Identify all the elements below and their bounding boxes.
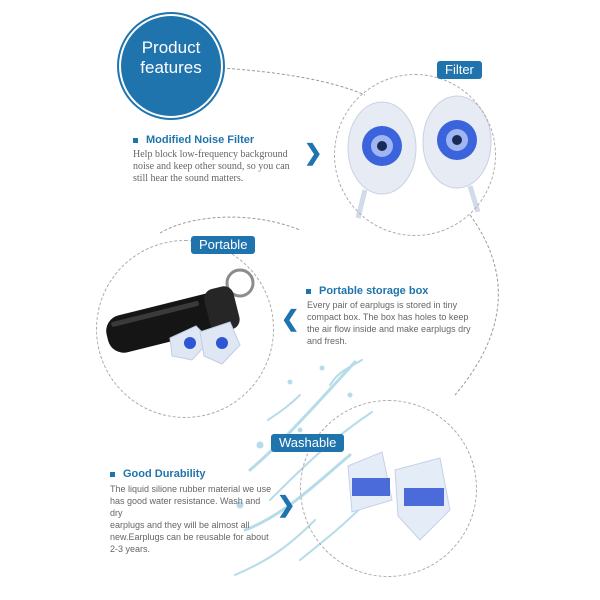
portable-image-frame xyxy=(96,240,274,418)
portable-description-line: the air flow inside and make earplugs dr… xyxy=(307,324,471,334)
chevron-right-icon: ❯ xyxy=(304,140,323,165)
product-features-badge xyxy=(121,16,221,116)
filter-heading: Modified Noise Filter xyxy=(133,134,254,146)
portable-heading-text: Portable storage box xyxy=(319,285,429,297)
bullet-icon xyxy=(133,137,138,143)
bullet-icon xyxy=(110,471,115,477)
filter-description: Help block low-frequency background nois… xyxy=(133,149,313,185)
portable-description-line: compact box. The box has holes to keep xyxy=(307,312,469,322)
durability-description-line: new.Earplugs can be reusable for about xyxy=(110,532,269,542)
filter-description-line: noise and keep other sound, so you can xyxy=(133,161,290,172)
filter-description-line: still hear the sound matters. xyxy=(133,173,244,184)
chevron-right-icon: ❯ xyxy=(277,492,296,517)
filter-description-line: Help block low-frequency background xyxy=(133,149,288,160)
chevron-left-icon: ❮ xyxy=(281,306,300,331)
durability-description-line: 2-3 years. xyxy=(110,544,151,554)
portable-tag: Portable xyxy=(191,236,256,254)
durability-description: The liquid silione rubber material we us… xyxy=(110,483,275,555)
portable-description-line: and fresh. xyxy=(307,336,348,346)
durability-description-line: The liquid silione rubber material we us… xyxy=(110,484,272,494)
washable-image-frame xyxy=(300,400,477,577)
filter-heading-text: Modified Noise Filter xyxy=(146,134,255,146)
hero-title-line-2: features xyxy=(140,58,202,77)
durability-heading: Good Durability xyxy=(110,468,206,480)
hero-title-line-1: Product xyxy=(141,38,201,57)
durability-description-line: earplugs and they will be almost all xyxy=(110,520,250,530)
bullet-icon xyxy=(306,288,311,294)
durability-heading-text: Good Durability xyxy=(123,468,206,480)
connector-filter-to-washable xyxy=(454,214,499,396)
filter-image-frame xyxy=(334,74,496,236)
connector-portable xyxy=(159,216,301,234)
portable-heading: Portable storage box xyxy=(306,285,428,297)
filter-tag: Filter xyxy=(437,61,482,79)
product-features-title: Product features xyxy=(121,38,221,78)
washable-tag: Washable xyxy=(271,434,345,452)
portable-description: Every pair of earplugs is stored in tiny… xyxy=(307,299,497,347)
connector-hero-to-filter xyxy=(221,67,366,96)
durability-description-line: has good water resistance. Wash and dry xyxy=(110,496,261,518)
portable-description-line: Every pair of earplugs is stored in tiny xyxy=(307,300,458,310)
